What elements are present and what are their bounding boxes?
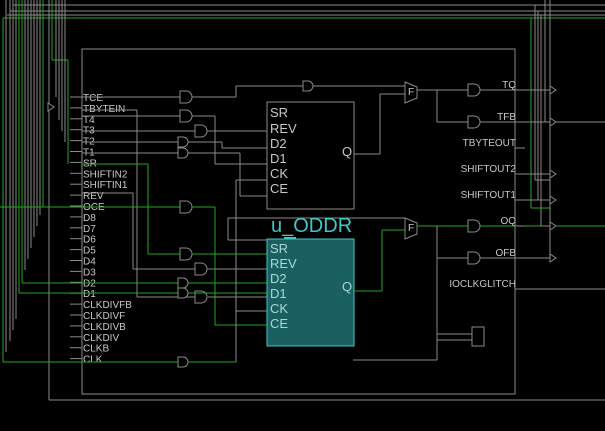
svg-text:F: F: [408, 223, 414, 234]
tddr-pin-ck: CK: [270, 166, 288, 181]
input-buffers: [0, 80, 405, 368]
tddr-pin-q: Q: [342, 144, 352, 159]
oddr-pin-sr: SR: [270, 241, 288, 256]
input-port-d2[interactable]: D2: [83, 278, 96, 289]
input-port-d6[interactable]: D6: [83, 235, 96, 246]
input-port-d5[interactable]: D5: [83, 246, 96, 257]
oddr-pin-rev: REV: [270, 256, 297, 271]
oddr-pin-q: Q: [342, 279, 352, 294]
t-mux[interactable]: F: [404, 81, 418, 104]
input-port-clkdiv[interactable]: CLKDIV: [83, 333, 119, 344]
input-port-clkdivfb[interactable]: CLKDIVFB: [83, 300, 132, 311]
output-port-tbyteout[interactable]: TBYTEOUT: [463, 138, 516, 149]
output-port-shiftout2[interactable]: SHIFTOUT2: [461, 164, 517, 175]
output-buffers: [353, 83, 605, 361]
input-port-clkb[interactable]: CLKB: [83, 344, 109, 355]
input-port-d7[interactable]: D7: [83, 224, 96, 235]
left-bus-wires: [2, 0, 69, 400]
oddr-pin-d1: D1: [270, 286, 287, 301]
oddr-pin-ce: CE: [270, 316, 288, 331]
input-port-d8[interactable]: D8: [83, 213, 96, 224]
output-pin-stubs: [515, 89, 525, 290]
svg-text:F: F: [408, 87, 414, 98]
output-port-ofb[interactable]: OFB: [495, 248, 516, 259]
input-port-shiftin2[interactable]: SHIFTIN2: [83, 169, 128, 180]
top-bus-wires: [3, 4, 605, 19]
output-port-tq[interactable]: TQ: [502, 80, 516, 91]
tddr-pin-d1: D1: [270, 151, 287, 166]
glitch-detector-block: [471, 326, 485, 347]
input-port-rev[interactable]: REV: [83, 191, 104, 202]
input-port-t4[interactable]: T4: [83, 115, 95, 126]
input-port-d3[interactable]: D3: [83, 267, 96, 278]
tddr-cell[interactable]: SR REV D2 D1 CK CE Q: [266, 93, 405, 210]
output-port-tfb[interactable]: TFB: [497, 112, 516, 123]
tddr-pin-ce: CE: [270, 181, 288, 196]
o-mux[interactable]: F: [404, 217, 418, 240]
tddr-pin-sr: SR: [270, 105, 288, 120]
input-port-d4[interactable]: D4: [83, 257, 96, 268]
oddr-pin-d2: D2: [270, 271, 287, 286]
oddr-instance-name: u_ODDR: [271, 215, 352, 237]
output-port-ioclkglitch[interactable]: IOCLKGLITCH: [449, 279, 516, 290]
oddr-pin-ck: CK: [270, 301, 288, 316]
input-port-shiftin1[interactable]: SHIFTIN1: [83, 180, 128, 191]
top-cell-boundary[interactable]: [81, 48, 516, 395]
oddr-cell[interactable]: u_ODDR SR REV D2 D1 CK CE Q: [266, 215, 405, 347]
input-port-clk[interactable]: CLK: [83, 355, 103, 366]
input-pin-stubs: [70, 96, 82, 360]
input-port-d1[interactable]: D1: [83, 289, 96, 300]
input-port-tce[interactable]: TCE: [83, 93, 103, 104]
input-port-tbytein[interactable]: TBYTEIN: [83, 104, 125, 115]
input-port-clkdivf[interactable]: CLKDIVF: [83, 311, 125, 322]
output-port-shiftout1[interactable]: SHIFTOUT1: [461, 190, 517, 201]
right-bus-wires: [47, 0, 605, 290]
tddr-pin-d2: D2: [270, 136, 287, 151]
tddr-pin-rev: REV: [270, 121, 297, 136]
output-port-oq[interactable]: OQ: [500, 216, 516, 227]
input-port-clkdivb[interactable]: CLKDIVB: [83, 322, 126, 333]
